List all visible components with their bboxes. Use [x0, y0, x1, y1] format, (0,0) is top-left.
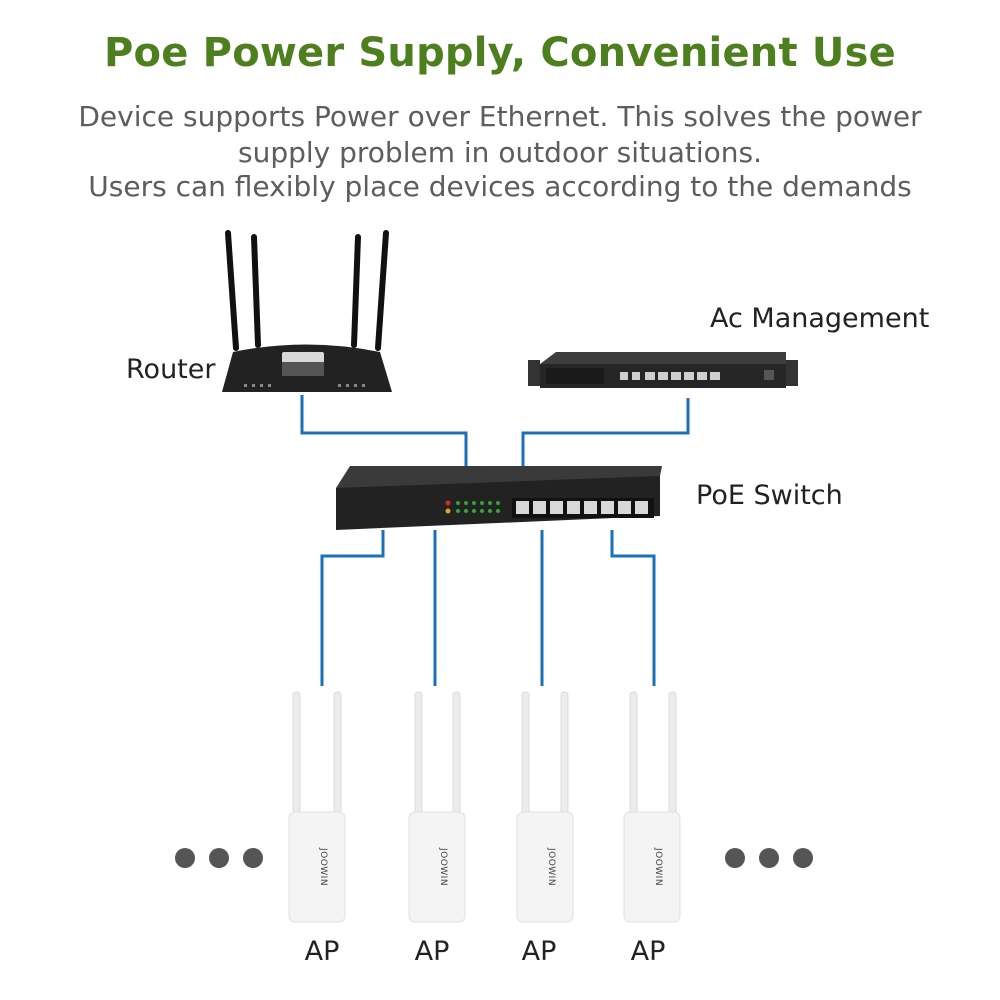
ap-label-4: AP — [630, 936, 666, 967]
ap-brand-3: JOOWIN — [546, 847, 556, 886]
ellipsis-dot — [725, 848, 745, 868]
ap-brand-4: JOOWIN — [653, 847, 663, 886]
router-device — [222, 230, 392, 392]
cables — [300, 395, 690, 686]
router-label: Router — [126, 354, 216, 385]
access-point-2 — [408, 691, 466, 923]
cable-switch-to-ap-1 — [320, 530, 385, 686]
access-point-4 — [623, 691, 681, 923]
more-devices-left — [175, 848, 263, 868]
ap-label-2: AP — [414, 936, 450, 967]
description-line-2: supply problem in outdoor situations. — [238, 136, 762, 169]
poe-switch-device — [336, 466, 662, 530]
description-line-3: Users can flexibly place devices accordi… — [88, 170, 912, 203]
more-devices-right — [725, 848, 813, 868]
switch-ports — [516, 501, 648, 514]
ap-label-3: AP — [521, 936, 557, 967]
router-antennas — [225, 230, 389, 351]
access-point-3 — [516, 691, 574, 923]
access-point-1 — [288, 691, 346, 923]
cable-switch-to-ap-4 — [610, 530, 656, 686]
ap-brand-1: JOOWIN — [318, 847, 328, 886]
ellipsis-dot — [175, 848, 195, 868]
switch-leds — [445, 500, 500, 514]
ac-management-device — [528, 352, 798, 388]
router-leds — [244, 384, 365, 387]
ellipsis-dot — [243, 848, 263, 868]
ap-label-1: AP — [304, 936, 340, 967]
cable-router-to-switch — [300, 395, 468, 468]
ap-brand-2: JOOWIN — [438, 847, 448, 886]
poe-switch-label: PoE Switch — [696, 480, 843, 511]
description-line-1: Device supports Power over Ethernet. Thi… — [78, 100, 922, 133]
ac-ports — [620, 372, 720, 380]
page-title: Poe Power Supply, Convenient Use — [104, 30, 896, 76]
cable-ac-to-switch — [521, 398, 690, 468]
ellipsis-dot — [209, 848, 229, 868]
ellipsis-dot — [793, 848, 813, 868]
ellipsis-dot — [759, 848, 779, 868]
ac-management-label: Ac Management — [710, 303, 930, 334]
